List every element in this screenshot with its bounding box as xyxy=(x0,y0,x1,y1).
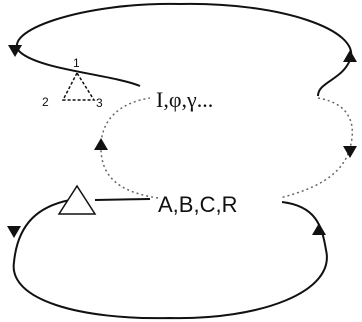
dotted-connector-left-arrow xyxy=(94,138,108,150)
node-top-label: I,φ,γ... xyxy=(156,87,213,112)
top-loop-arrow-right xyxy=(343,50,357,62)
triangle-vertex-label-1: 1 xyxy=(73,56,80,70)
node-bottom-label: A,B,C,R xyxy=(158,192,237,217)
bottom-loop-arrow-left xyxy=(7,226,21,238)
dashed-triangle xyxy=(61,71,96,101)
dotted-connector-left xyxy=(100,97,159,199)
top-loop-arrow-left xyxy=(8,45,22,57)
triangle-vertex-label-2: 2 xyxy=(42,95,49,109)
top-loop-curve xyxy=(16,2,353,97)
dotted-connector-right-arrow xyxy=(343,146,357,158)
solid-triangle xyxy=(57,184,97,215)
bottom-loop-arrow-right xyxy=(312,223,326,235)
solid-triangle-connector xyxy=(94,198,151,201)
triangle-vertex-label-3: 3 xyxy=(96,96,103,110)
bottom-loop-curve xyxy=(12,199,328,320)
dotted-connector-right xyxy=(279,97,354,199)
